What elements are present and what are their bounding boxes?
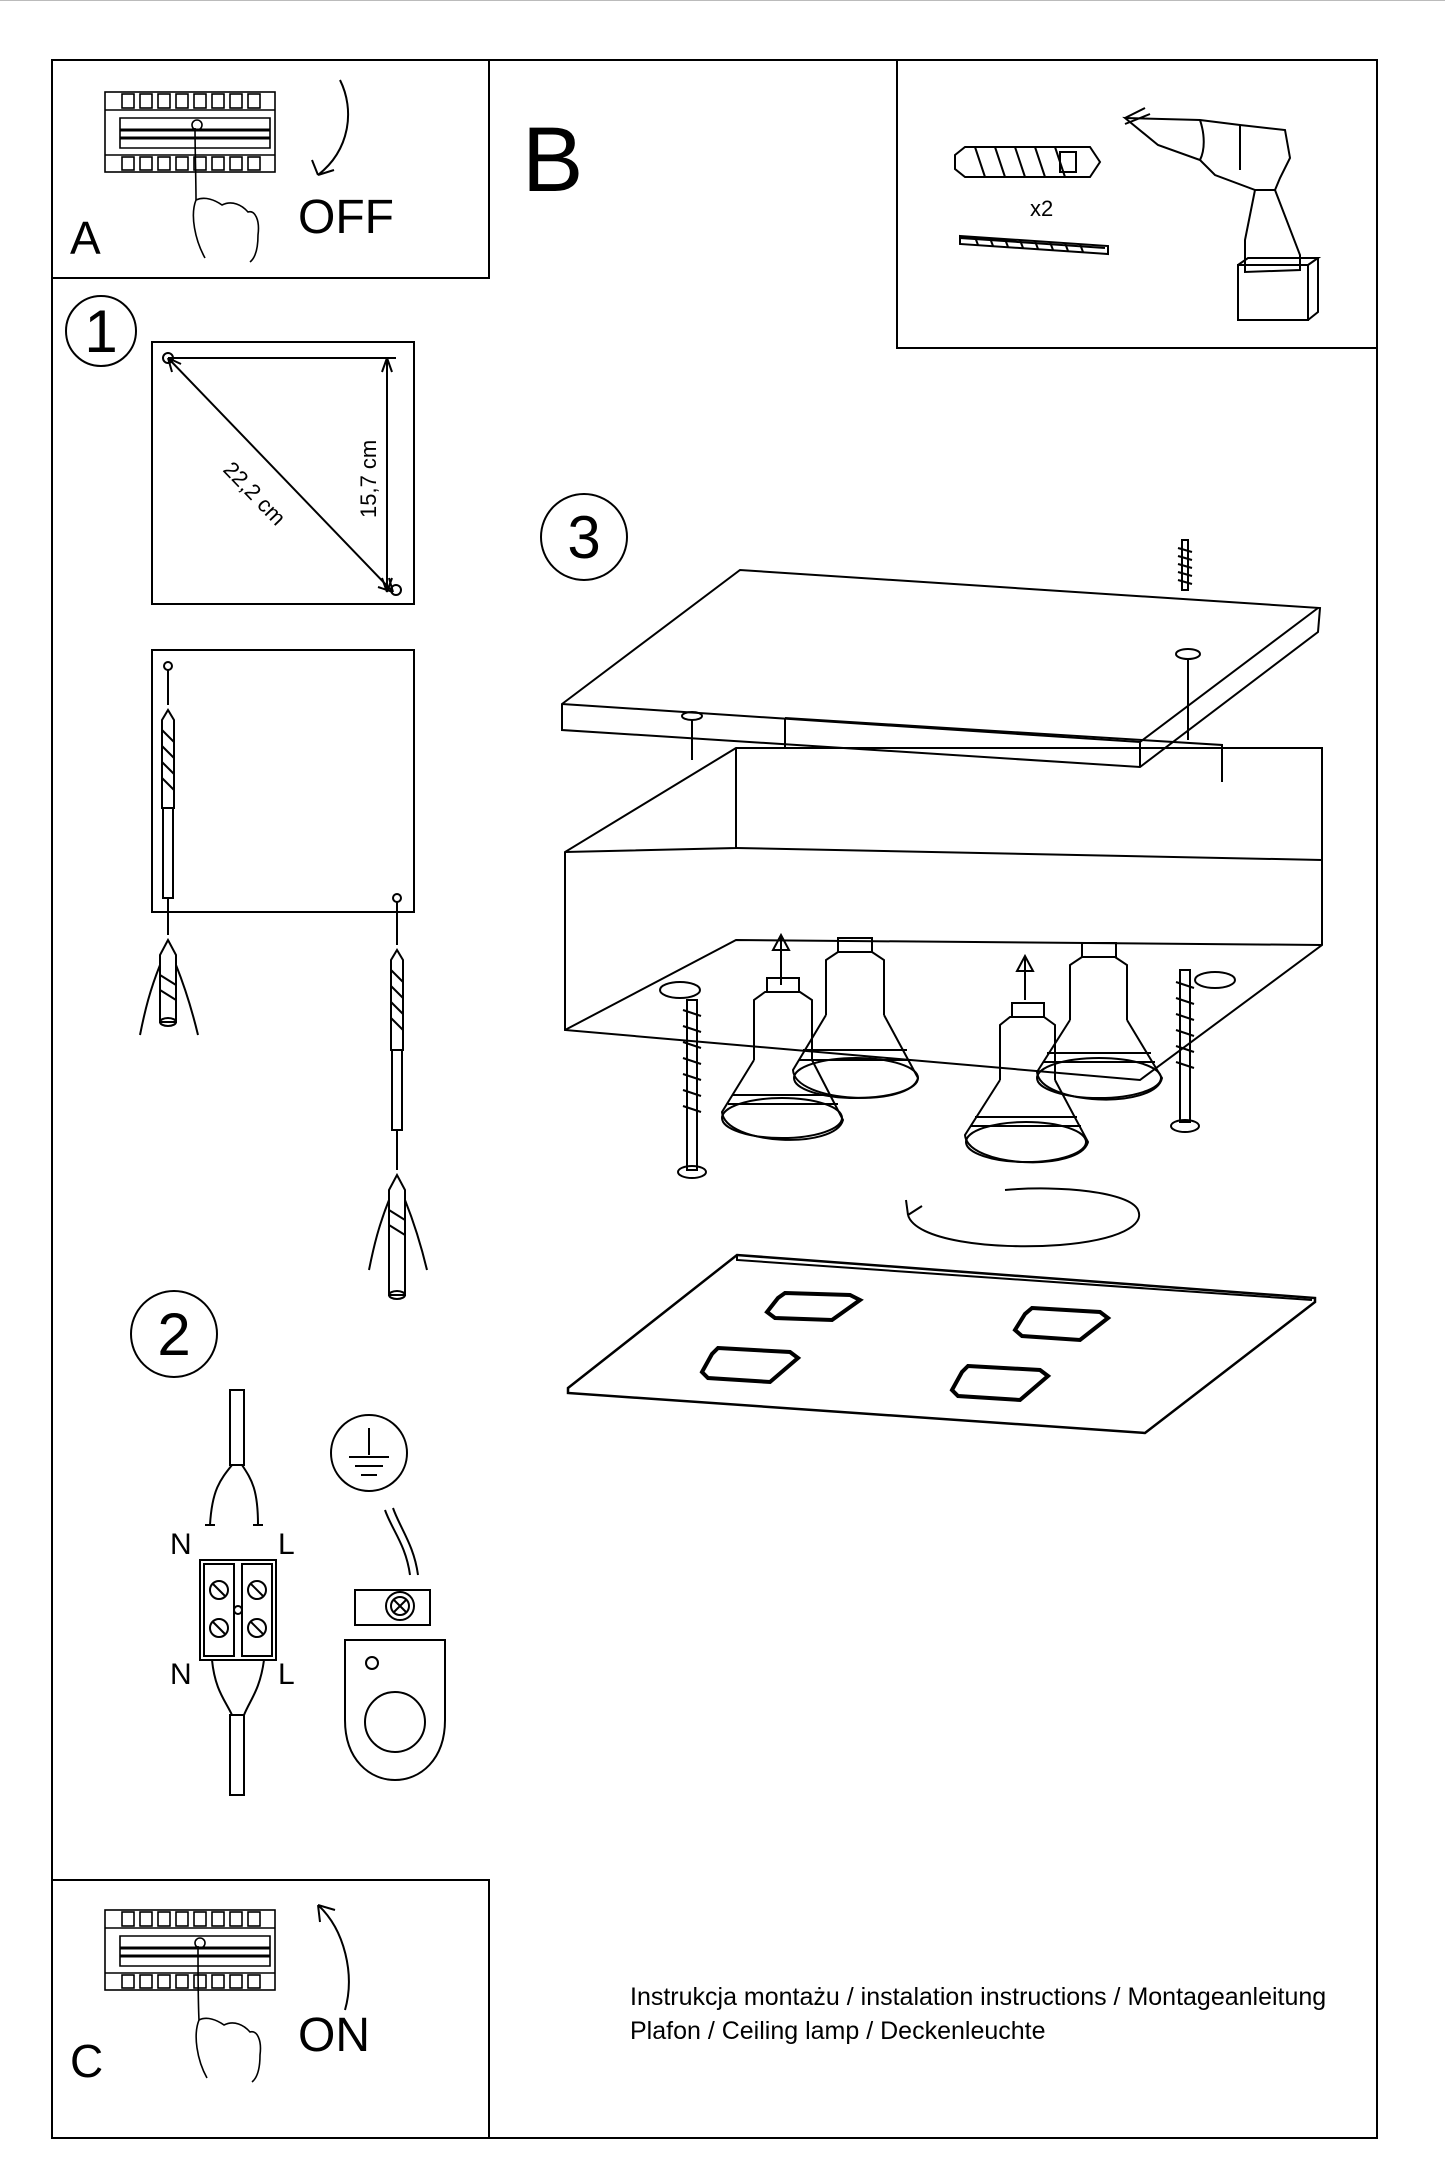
caption-line-2: Plafon / Ceiling lamp / Deckenleuchte — [630, 2017, 1046, 2045]
live-label-top: L — [278, 1528, 295, 1561]
panel-a-box — [51, 59, 490, 279]
off-arrow-icon — [311, 79, 350, 176]
panel-a-letter: A — [70, 212, 101, 264]
power-drill-icon — [1122, 107, 1322, 321]
panel-c-box — [51, 1879, 490, 2139]
vertical-measurement: 15,7 cm — [356, 439, 381, 518]
breaker-panel-on — [104, 1909, 276, 2083]
page-top-rule — [0, 0, 1445, 1]
panel-b-letter: B — [522, 109, 584, 211]
step-3-badge: 3 — [540, 493, 628, 581]
caption-line-1: Instrukcja montażu / instalation instruc… — [630, 1983, 1327, 2011]
wiring-diagram — [199, 1389, 446, 1796]
neutral-label-bottom: N — [170, 1658, 192, 1691]
lamp-exploded-view — [561, 539, 1323, 1435]
outer-frame — [51, 59, 1378, 2139]
off-label: OFF — [298, 191, 394, 244]
drill-template — [151, 341, 415, 605]
step-2-badge: 2 — [130, 1290, 218, 1378]
on-label: ON — [298, 2009, 370, 2062]
hardware-box — [896, 59, 1378, 349]
drill-diagram — [139, 649, 428, 1300]
breaker-panel-off — [104, 91, 276, 263]
on-arrow-icon — [317, 1904, 350, 2011]
panel-c-letter: C — [70, 2035, 104, 2087]
wall-plug-and-screw — [954, 146, 1109, 256]
quantity-label: x2 — [1030, 196, 1054, 221]
neutral-label-top: N — [170, 1528, 192, 1561]
step-1-badge: 1 — [65, 295, 137, 367]
live-label-bottom: L — [278, 1658, 295, 1691]
